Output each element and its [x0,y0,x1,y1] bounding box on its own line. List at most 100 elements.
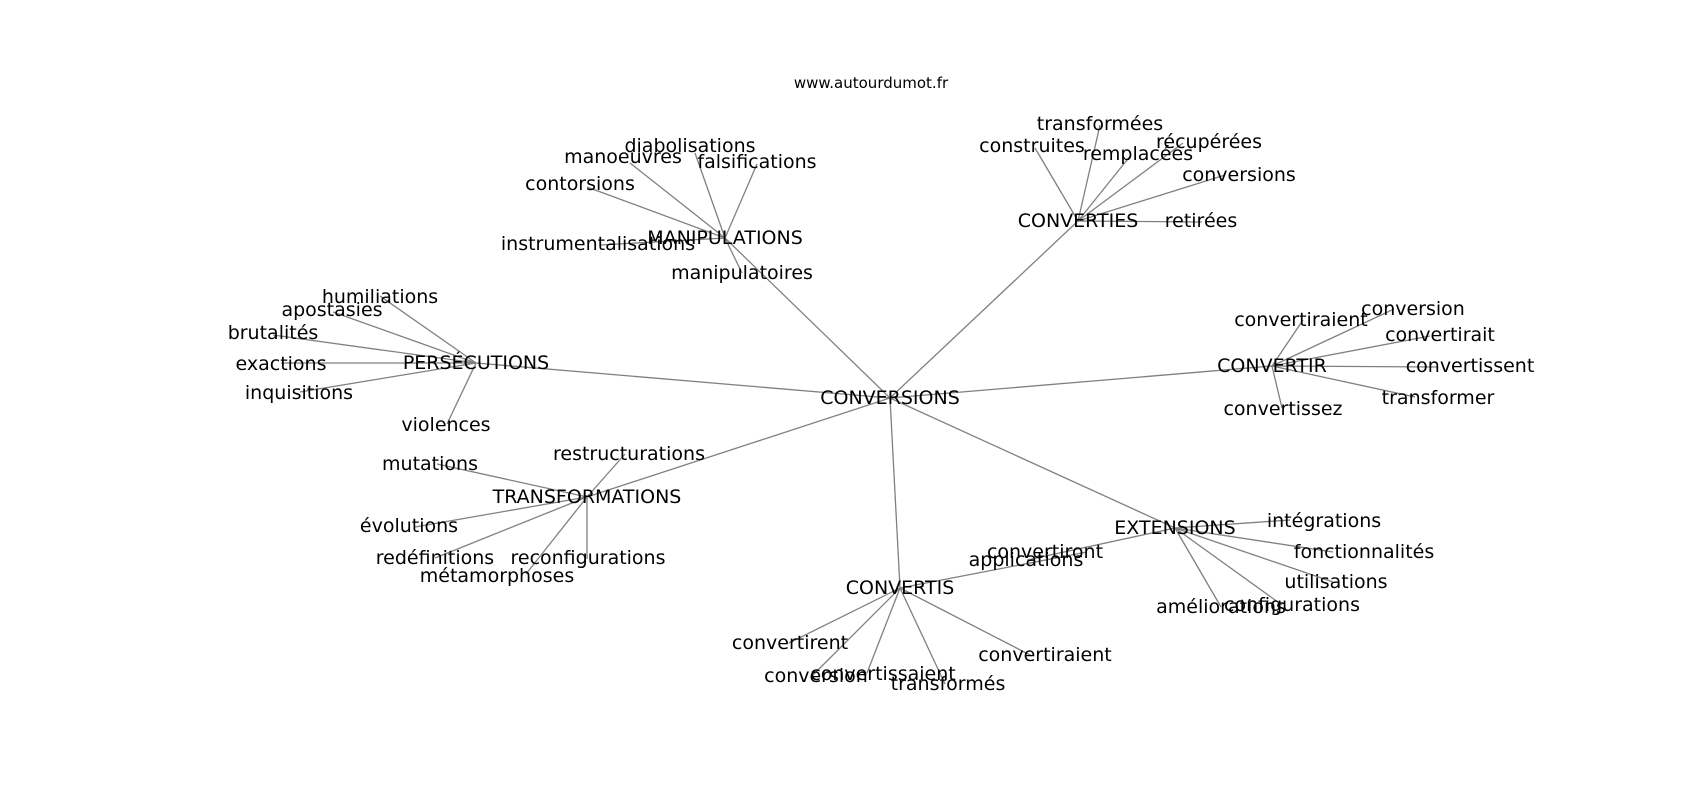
node-leaf-brutalites[interactable]: brutalités [228,322,319,344]
edge-center-converties [889,220,1079,399]
edge-convertis-convertirent [788,587,901,644]
edge-center-convertir [889,365,1273,399]
edge-convertis-conversion [811,587,901,677]
edge-convertir-convertiraient [1271,319,1304,367]
node-leaf-convertiraient[interactable]: convertiraient [978,644,1112,666]
node-leaf-transformes[interactable]: transformés [891,673,1006,695]
edge-extensions-integrations [1174,519,1291,529]
node-leaf-construites[interactable]: construites [979,135,1085,157]
edge-transformations-mutations [436,463,588,498]
edge-convertir-conversion [1271,308,1395,367]
edge-manipulations-diabolisations [694,152,726,239]
node-leaf-restructurations[interactable]: restructurations [553,443,705,465]
node-leaf-conversion[interactable]: conversion [764,665,868,687]
edge-manipulations-instrumentalisations [599,237,726,246]
node-leaf-evolutions[interactable]: évolutions [360,515,458,537]
labels: CONVERSIONSMANIPULATIONSdiabolisationsma… [228,113,1535,695]
node-leaf-manipulatoires[interactable]: manipulatoires [671,262,813,284]
edge-center-extensions [889,397,1176,529]
edge-convertir-convertirait [1271,335,1431,367]
node-leaf-recuperees[interactable]: récupérées [1156,131,1262,153]
node-leaf-utilisations[interactable]: utilisations [1284,571,1387,593]
edge-transformations-redefinitions [434,496,588,559]
node-hub-manipulations[interactable]: MANIPULATIONS [647,227,803,249]
edge-convertir-convertissez [1271,365,1283,409]
edge-persecutions-violences [446,362,477,425]
edge-transformations-metamorphoses [525,496,588,575]
edge-manipulations-contorsions [586,186,726,239]
node-leaf-transformer[interactable]: transformer [1382,387,1495,409]
edge-convertis-convertissaient [866,587,901,674]
node-leaf-apostasies[interactable]: apostasies [281,299,382,321]
node-leaf-convertissent[interactable]: convertissent [1406,355,1535,377]
node-hub-transformations[interactable]: TRANSFORMATIONS [492,486,682,508]
edge-converties-remplacees [1077,154,1132,222]
edge-convertis-convertiraient [899,587,1033,657]
node-leaf-configurations[interactable]: configurations [1224,594,1360,616]
edge-converties-transformees [1077,124,1101,222]
node-leaf-exactions[interactable]: exactions [236,353,327,375]
node-leaf-mutations[interactable]: mutations [382,453,478,475]
node-leaf-convertirent[interactable]: convertirent [732,632,848,654]
node-leaf-diabolisations[interactable]: diabolisations [624,135,755,157]
site-url: www.autourdumot.fr [794,74,949,92]
node-leaf-convertiraient[interactable]: convertiraient [1234,309,1368,331]
node-hub-convertir[interactable]: CONVERTIR [1217,355,1327,377]
node-hub-persecutions[interactable]: PERSÉCUTIONS [403,351,549,374]
node-leaf-falsifications[interactable]: falsifications [697,151,816,173]
node-leaf-integrations[interactable]: intégrations [1267,510,1381,532]
edges [272,124,1438,685]
edge-converties-conversions [1077,174,1226,222]
edge-extensions-configurations [1174,527,1283,606]
node-leaf-reconfigurations[interactable]: reconfigurations [510,547,665,569]
node-hub-extensions[interactable]: EXTENSIONS [1114,517,1235,539]
node-leaf-fonctionnalites[interactable]: fonctionnalités [1294,541,1434,563]
edge-manipulations-falsifications [724,163,758,239]
node-leaf-convertissez[interactable]: convertissez [1223,398,1342,420]
node-leaf-convertirait[interactable]: convertirait [1385,324,1495,346]
node-leaf-ameliorations[interactable]: améliorations [1156,596,1286,618]
edge-manipulations-manoeuvres [629,162,726,239]
edge-converties-retirees [1077,220,1203,223]
node-leaf-metamorphoses[interactable]: métamorphoses [420,565,574,587]
edge-extensions-utilisations [1174,527,1334,583]
node-leaf-manoeuvres[interactable]: manoeuvres [564,146,682,168]
node-leaf-applications[interactable]: applications [969,549,1084,571]
edge-extensions-fonctionnalites [1174,527,1334,553]
edge-converties-recuperees [1077,142,1184,222]
node-leaf-transformees[interactable]: transformées [1037,113,1163,135]
edge-center-persecutions [475,362,891,399]
edge-persecutions-brutalites [272,334,477,364]
node-leaf-redefinitions[interactable]: redéfinitions [376,547,494,569]
edge-extensions-ameliorations [1174,527,1222,608]
edge-convertis-transformes [899,587,946,685]
edge-extensions-applications [1026,527,1176,561]
node-leaf-contorsions[interactable]: contorsions [525,173,635,195]
edge-convertis-convertiront [899,551,1088,589]
node-leaf-instrumentalisations[interactable]: instrumentalisations [501,233,695,255]
edge-center-convertis [889,397,901,589]
node-leaf-convertiront[interactable]: convertiront [987,541,1103,563]
edge-persecutions-apostasies [332,311,477,364]
node-leaf-violences[interactable]: violences [401,414,490,436]
node-hub-convertis[interactable]: CONVERTIS [846,577,955,599]
node-leaf-remplacees[interactable]: remplacées [1083,143,1193,165]
node-leaf-conversions[interactable]: conversions [1182,164,1296,186]
node-leaf-convertissaient[interactable]: convertissaient [810,663,956,685]
node-leaf-conversion[interactable]: conversion [1361,298,1465,320]
node-leaf-retirees[interactable]: retirées [1165,210,1237,232]
edge-convertir-convertissent [1271,365,1438,368]
node-center-conversions[interactable]: CONVERSIONS [820,387,960,409]
edge-convertir-transformer [1271,365,1416,398]
edge-persecutions-inquisitions [299,362,477,393]
edge-persecutions-humiliations [379,295,477,364]
edge-converties-construites [1034,147,1079,222]
node-leaf-humiliations[interactable]: humiliations [322,286,438,308]
edge-center-transformations [586,397,891,498]
edge-center-manipulations [724,237,891,399]
edge-transformations-evolutions [414,496,588,528]
edge-transformations-restructurations [586,453,626,498]
node-leaf-inquisitions[interactable]: inquisitions [245,382,353,404]
node-hub-converties[interactable]: CONVERTIES [1018,210,1139,232]
